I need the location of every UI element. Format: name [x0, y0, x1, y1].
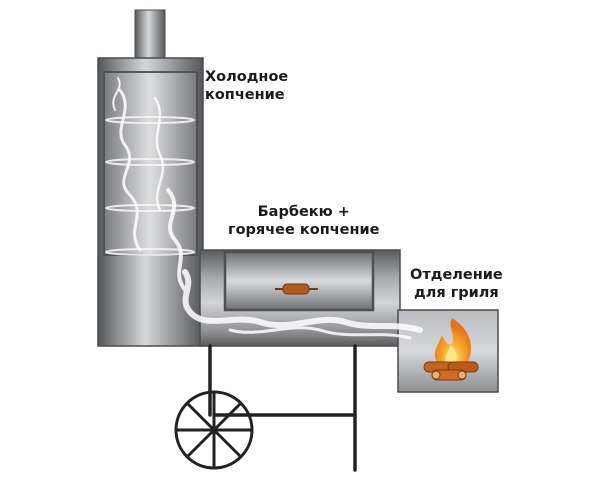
tower-racks [105, 116, 195, 256]
cart-frame [208, 344, 357, 472]
handle-icon [275, 283, 318, 295]
wheel-icon [174, 390, 254, 470]
label-cold-smoke: Холодное копчение [205, 69, 289, 103]
label-bbq-hot-smoke: Барбекю + горячее копчение [228, 204, 380, 238]
chamber-window [223, 250, 375, 312]
chimney [134, 9, 166, 61]
label-grill-section: Отделение для гриля [410, 267, 503, 301]
fire-icon [423, 318, 479, 381]
smoke-icon [112, 77, 423, 340]
